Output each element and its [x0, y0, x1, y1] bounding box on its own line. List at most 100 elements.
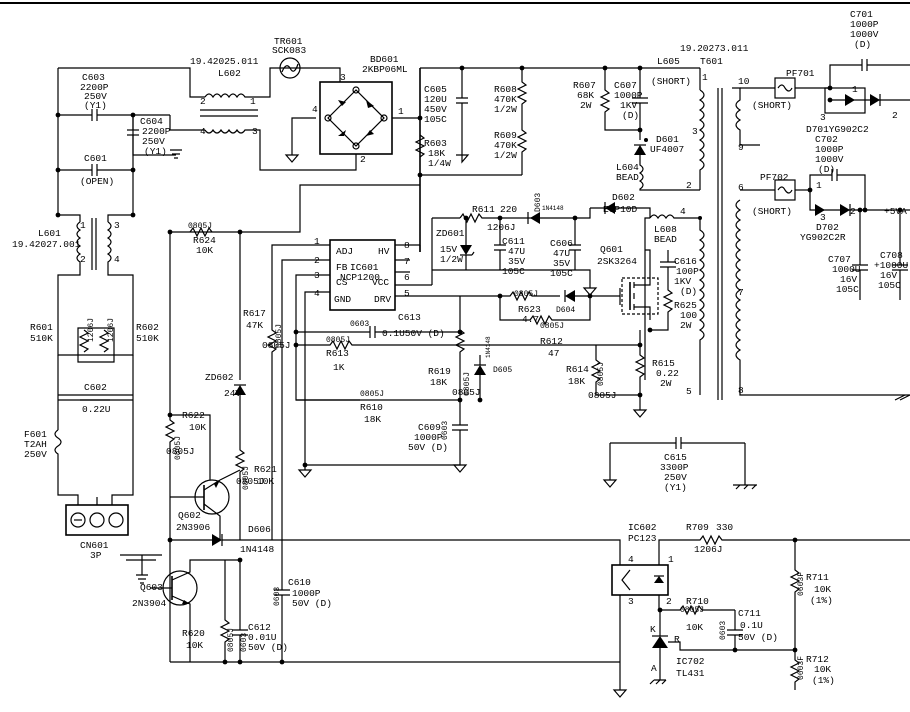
label-c607-v2: 1KV	[620, 100, 637, 111]
label-pin-vcc: VCC	[372, 277, 389, 288]
label-pin-fb: FB	[336, 262, 348, 273]
label-c603b-ref: 0603	[350, 320, 369, 329]
label-r612-pkg: 0805J	[540, 322, 564, 331]
label-ic601-ref: IC601	[350, 262, 379, 273]
label-cn601-ref: CN601	[80, 540, 109, 551]
label-tr601-ref: TR601	[274, 36, 303, 47]
label-r711-pkg: 0603F	[797, 572, 806, 596]
label-c711-v2: 50V (D)	[738, 632, 778, 643]
label-r603-v1: 18K	[428, 148, 445, 159]
label-r619-ref: R619	[428, 366, 451, 377]
label-r613-val: 1K	[333, 362, 345, 373]
label-c605-v3: 105C	[424, 114, 447, 125]
label-d701-ref: D701YG902C2	[806, 124, 869, 135]
label-r621-val: 10K	[257, 476, 274, 487]
label-d-1: 1	[852, 84, 858, 95]
label-r620-ref: R620	[182, 628, 205, 639]
label-c613-val: 0.1U50V (D)	[382, 328, 445, 339]
label-r607-v2: 2W	[580, 100, 592, 111]
label-r624-pkg: 0805J	[188, 222, 212, 231]
label-d-1b: 1	[816, 180, 822, 191]
label-c615-v3: (Y1)	[664, 482, 687, 493]
label-r611-val: 220	[500, 204, 517, 215]
label-c609-v1: 1000P	[414, 432, 443, 443]
label-pin-gnd: GND	[334, 294, 351, 305]
label-f601-ref: F601	[24, 429, 47, 440]
label-d-3: 3	[820, 112, 826, 123]
label-t601-ref: T601	[700, 56, 723, 67]
label-r615-v1: 0.22	[656, 368, 679, 379]
label-pkg-1206j-b: 1206J	[107, 318, 116, 342]
label-l602-3: 3	[252, 126, 258, 137]
label-c602-val: 0.22U	[82, 404, 111, 415]
label-d605-val: 1N4148	[485, 336, 492, 358]
label-t2: 2	[686, 180, 692, 191]
label-r624-val: 10K	[196, 245, 213, 256]
label-r603-ref: R603	[424, 138, 447, 149]
label-r621-pkg: 0805J	[242, 466, 251, 490]
label-ic602-ref: IC602	[628, 522, 657, 533]
label-bd1: 1	[398, 106, 404, 117]
label-r624-ref: R624	[193, 235, 216, 246]
label-ic702-val: TL431	[676, 668, 705, 679]
label-r614-pkg: 0805J	[597, 362, 606, 386]
label-opto3: 3	[628, 596, 634, 607]
label-c604-ref: C604	[140, 116, 163, 127]
label-f601-v1: T2AH	[24, 439, 47, 450]
label-l601-1: 1	[80, 220, 86, 231]
label-c707-v2: 16V	[840, 274, 857, 285]
label-pin6: 6	[404, 272, 410, 283]
label-r617-ref: R617	[243, 308, 266, 319]
label-zd601-v2: 1/2W	[440, 254, 463, 265]
label-r620-val: 10K	[186, 640, 203, 651]
label-c603-ref: C603	[82, 72, 105, 83]
label-r709-val: 330	[716, 522, 733, 533]
label-opto1: 1	[668, 554, 674, 565]
label-r608-v1: 470K	[494, 94, 517, 105]
label-r622-ref: R622	[182, 410, 205, 421]
label-r712-ref: R712	[806, 654, 829, 665]
label-c601-v1: (OPEN)	[80, 176, 114, 187]
label-c616-v2: 1KV	[674, 276, 691, 287]
label-r603-v2: 1/4W	[428, 158, 451, 169]
label-t601-id: 19.20273.011	[680, 43, 749, 54]
label-r622-pkg: 0805J	[174, 436, 183, 460]
label-c606-v3: 105C	[550, 268, 573, 279]
label-tr601-val: SCK083	[272, 45, 307, 56]
label-c612-v2: 50V (D)	[248, 642, 288, 653]
label-r625-v1: 100	[680, 310, 697, 321]
label-d602-ref: D602	[612, 192, 635, 203]
label-pin1: 1	[314, 236, 320, 247]
label-l601-id: 19.42027.001	[12, 239, 81, 250]
label-l601-4: 4	[114, 254, 120, 265]
label-c616-v3: (D)	[680, 286, 697, 297]
label-c616-ref: C616	[674, 256, 697, 267]
label-t8: 8	[738, 385, 744, 396]
label-pin-k: K	[650, 624, 656, 635]
label-l602-id: 19.42025.011	[190, 56, 259, 67]
label-rail-5va: +5VA	[884, 206, 907, 217]
label-opto2: 2	[666, 596, 672, 607]
label-c604-v1: 2200P	[142, 126, 171, 137]
label-c602-ref: C602	[84, 382, 107, 393]
label-q602-ref: Q602	[178, 510, 201, 521]
label-pin5: 5	[404, 288, 410, 299]
label-r613-pkg: 0805J	[326, 336, 350, 345]
label-opto4: 4	[628, 554, 634, 565]
label-r609-v2: 1/2W	[494, 150, 517, 161]
label-pin-a: A	[651, 663, 657, 674]
label-t10: 10	[738, 76, 750, 87]
label-r609-v1: 470K	[494, 140, 517, 151]
label-c609-v2: 50V (D)	[408, 442, 448, 453]
label-c707-v3: 105C	[836, 284, 859, 295]
label-d602-val: EGP10D	[603, 204, 638, 215]
label-c611-ref: C611	[502, 236, 525, 247]
label-c613-ref: C613	[398, 312, 421, 323]
label-l602-ref: L602	[218, 68, 241, 79]
label-c609-pkg: 0603	[441, 421, 450, 440]
label-r602-val: 510K	[136, 333, 159, 344]
label-c611-v1: 47U	[508, 246, 525, 257]
label-c605-v2: 450V	[424, 104, 447, 115]
label-c702-v1: 1000P	[815, 144, 844, 155]
label-r712-pkg: 0603F	[797, 656, 806, 680]
